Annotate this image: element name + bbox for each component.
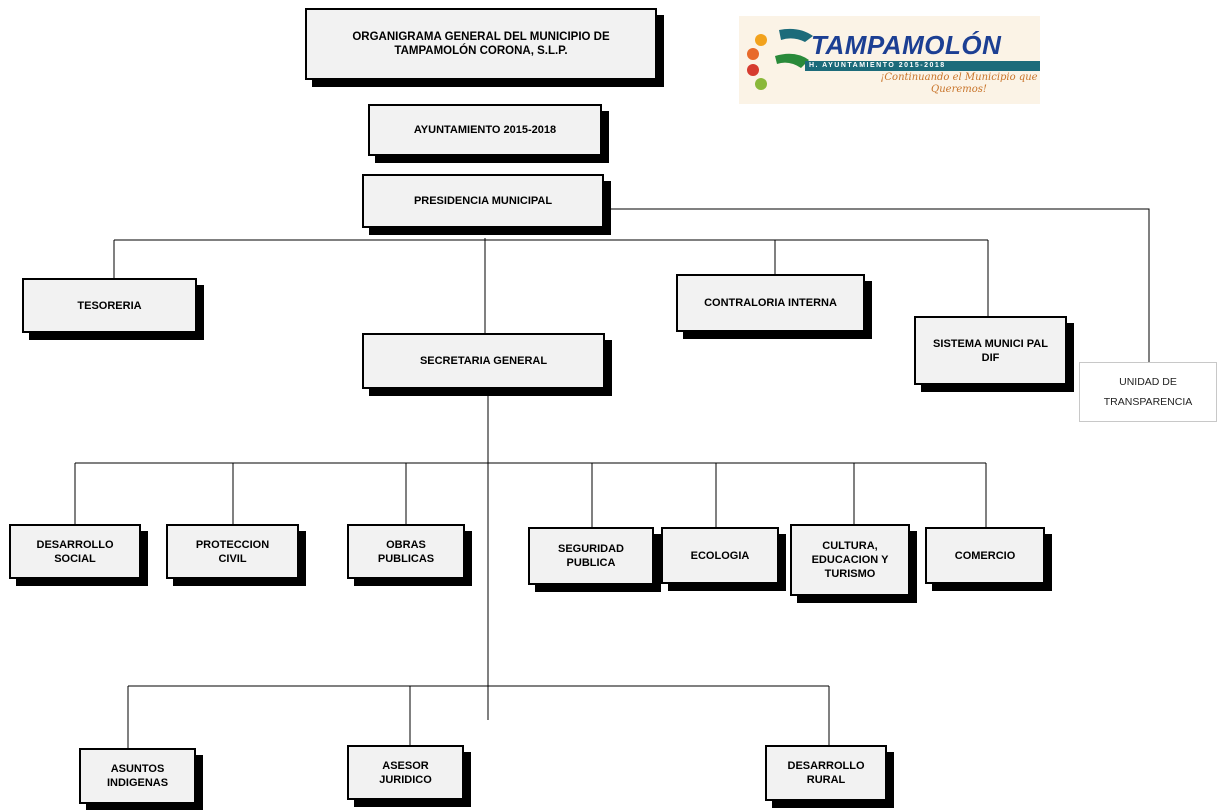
node-ecologia: ECOLOGIA	[661, 527, 779, 584]
node-asesor-juridico: ASESOR JURIDICO	[347, 745, 464, 800]
node-obras-publicas: OBRAS PUBLICAS	[347, 524, 465, 579]
node-unidad-transparencia: UNIDAD DE TRANSPARENCIA	[1079, 362, 1217, 422]
logo-slogan: ¡Continuando el Municipio que Queremos!	[880, 72, 1038, 95]
node-cultura-educacion-turismo: CULTURA, EDUCACION Y TURISMO	[790, 524, 910, 596]
node-desarrollo-rural: DESARROLLO RURAL	[765, 745, 887, 801]
node-desarrollo-social: DESARROLLO SOCIAL	[9, 524, 141, 579]
tampamolon-logo: TAMPAMOLÓN H. AYUNTAMIENTO 2015-2018 ¡Co…	[739, 16, 1040, 104]
node-tesoreria: TESORERIA	[22, 278, 197, 333]
node-seguridad-publica: SEGURIDAD PUBLICA	[528, 527, 654, 585]
node-contraloria-interna: CONTRALORIA INTERNA	[676, 274, 865, 332]
node-comercio: COMERCIO	[925, 527, 1045, 584]
logo-emblem-icon	[747, 28, 813, 90]
node-proteccion-civil: PROTECCION CIVIL	[166, 524, 299, 579]
title-box: ORGANIGRAMA GENERAL DEL MUNICIPIO DE TAM…	[305, 8, 657, 80]
logo-title: TAMPAMOLÓN	[811, 30, 1002, 60]
node-ayuntamiento: AYUNTAMIENTO 2015-2018	[368, 104, 602, 156]
node-secretaria-general: SECRETARIA GENERAL	[362, 333, 605, 389]
node-presidencia: PRESIDENCIA MUNICIPAL	[362, 174, 604, 228]
node-sistema-municipal-dif: SISTEMA MUNICI PAL DIF	[914, 316, 1067, 385]
node-asuntos-indigenas: ASUNTOS INDIGENAS	[79, 748, 196, 804]
logo-subtitle: H. AYUNTAMIENTO 2015-2018	[805, 61, 1040, 71]
